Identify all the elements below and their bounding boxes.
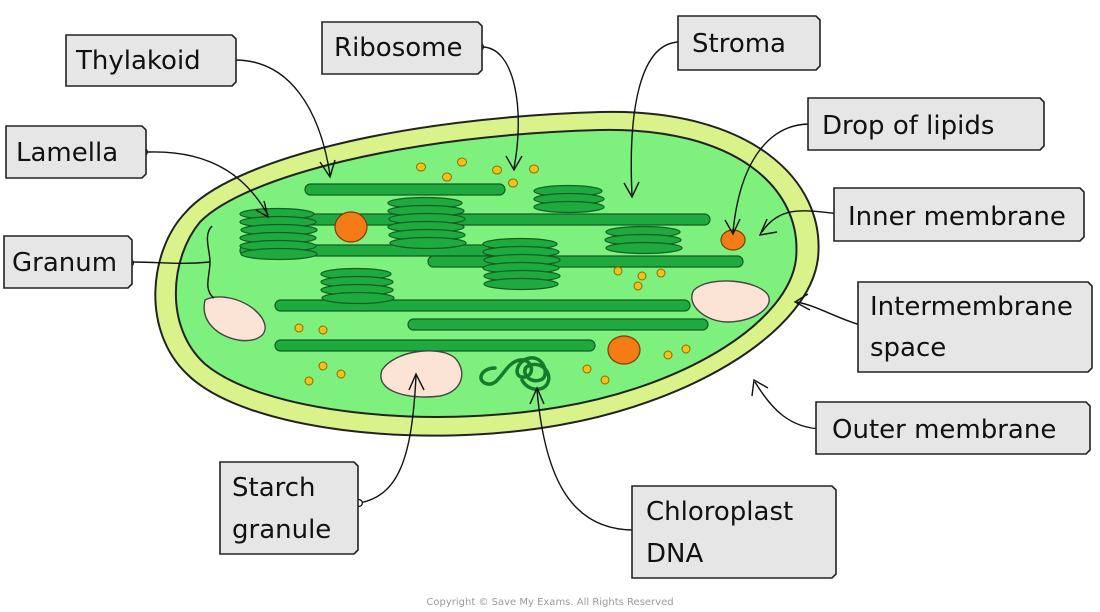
leader-granum-bracket [206, 225, 215, 299]
granum-stack-left [239, 207, 318, 261]
svg-text:Drop of lipids: Drop of lipids [822, 111, 994, 141]
label-granum: Granum [3, 235, 133, 289]
label-chloroplast-dna: Chloroplast DNA [631, 485, 837, 579]
label-inner-membrane: Inner membrane [833, 187, 1085, 242]
leader-outer-membrane [754, 381, 823, 430]
label-ribosome: Ribosome [321, 21, 483, 75]
label-thylakoid: Thylakoid [65, 34, 237, 87]
leader-intermembrane-space [796, 301, 865, 327]
label-starch-granule: Starch granule [219, 461, 359, 555]
svg-text:Thylakoid: Thylakoid [75, 46, 201, 76]
label-stroma: Stroma [677, 15, 821, 71]
granum-stack-right-top [533, 184, 605, 214]
leader-drop-of-lipids [732, 123, 811, 233]
svg-text:Outer membrane: Outer membrane [832, 415, 1056, 445]
starch-granules [203, 280, 770, 398]
label-intermembrane-space: Intermembrane space [857, 281, 1093, 373]
svg-text:Inner membrane: Inner membrane [848, 202, 1066, 232]
leader-inner-membrane [761, 210, 841, 233]
lipid-drops [334, 211, 746, 365]
svg-text:Granum: Granum [12, 248, 117, 278]
svg-text:Intermembrane: Intermembrane [870, 292, 1073, 322]
label-lamella: Lamella [5, 125, 147, 179]
svg-text:DNA: DNA [646, 539, 703, 569]
leader-thylakoid [234, 59, 331, 176]
granum-stack-center-top [387, 196, 467, 250]
svg-text:Stroma: Stroma [692, 29, 786, 59]
chloroplast [154, 110, 820, 437]
svg-text:granule: granule [232, 515, 331, 545]
leader-granum [129, 261, 211, 265]
chloroplast-dna [479, 356, 551, 391]
ribosomes [294, 157, 691, 386]
granum-stack-center-bottom [482, 237, 561, 291]
svg-text:Starch: Starch [232, 473, 316, 503]
svg-text:Ribosome: Ribosome [334, 33, 462, 63]
label-drop-of-lipids: Drop of lipids [807, 97, 1045, 151]
leader-starch-granule [359, 375, 417, 504]
granum-stack-right [604, 225, 683, 255]
copyright-text: Copyright © Save My Exams. All Rights Re… [426, 597, 673, 608]
leader-lamella [147, 151, 269, 216]
svg-text:space: space [870, 333, 946, 363]
svg-text:Chloroplast: Chloroplast [646, 497, 793, 527]
leader-chloroplast-dna [536, 389, 635, 531]
granum-stack-lower-left [320, 267, 395, 305]
leader-stroma [630, 41, 681, 196]
leader-ribosome [481, 46, 519, 169]
arrowheads [255, 155, 811, 405]
svg-text:Lamella: Lamella [16, 138, 118, 168]
label-outer-membrane: Outer membrane [815, 401, 1091, 455]
